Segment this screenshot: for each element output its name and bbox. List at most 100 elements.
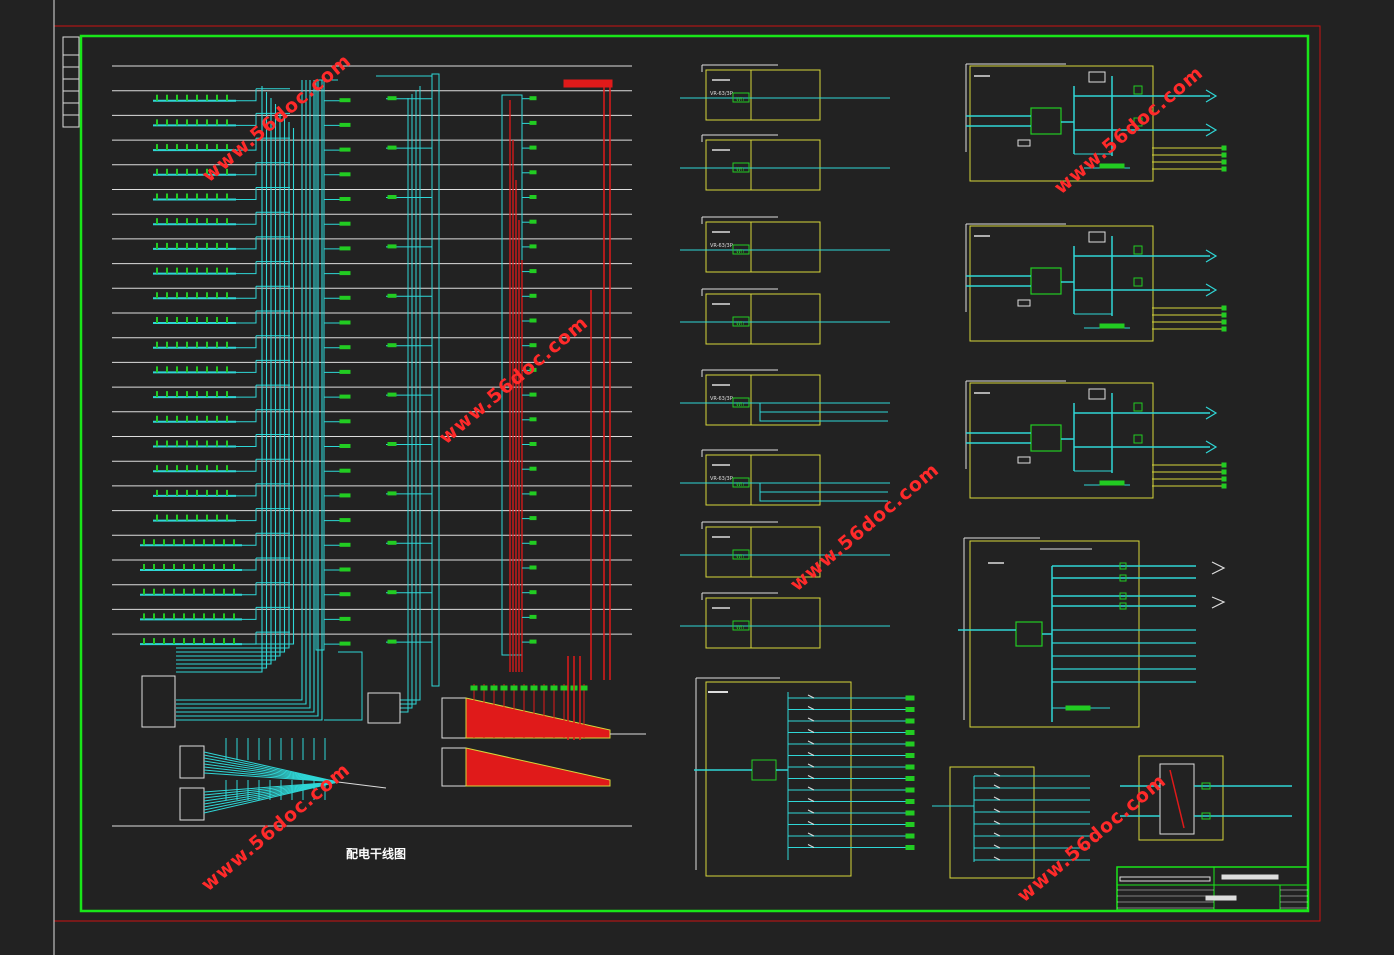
contactor-box: [1030, 424, 1062, 452]
transformer-box: [1017, 456, 1031, 464]
main-riser: [315, 79, 325, 651]
secondary-fuse: [387, 195, 397, 199]
outgoing-terminal: [905, 753, 915, 758]
trunk-cable: [176, 80, 311, 709]
breaker-symbol: [993, 772, 1001, 777]
floor-riser-link: [236, 360, 257, 373]
transformer-box: [1017, 139, 1031, 147]
energy-meter-label: Wh: [736, 625, 744, 631]
fire-drop-fuse: [560, 685, 568, 691]
fire-tap-fuse: [529, 244, 537, 249]
floor-riser-link: [236, 335, 257, 349]
motor-symbol: [1205, 283, 1218, 297]
fire-tap-fuse: [529, 120, 537, 125]
breaker-symbol: [807, 694, 815, 699]
motor-symbol: [1211, 561, 1226, 575]
floor-riser-link: [236, 113, 257, 126]
distribution-panel: [705, 139, 821, 191]
breaker-symbol: [807, 832, 815, 837]
contactor-box: [1030, 107, 1062, 135]
control-panels-column: [932, 63, 1292, 879]
floor-riser-link: [236, 483, 257, 497]
energy-meter: [732, 620, 750, 631]
tap-fuse: [339, 320, 351, 325]
outgoing-terminal: [905, 787, 915, 793]
floor-riser-link: [236, 286, 257, 299]
overload-relay: [1133, 245, 1143, 255]
breaker-symbol: [807, 729, 815, 733]
signal-terminal: [1221, 166, 1227, 172]
contactor-box: [1030, 267, 1062, 295]
floor-riser-link: [236, 236, 257, 250]
cross-link: [324, 651, 363, 721]
floor-riser-link: [236, 508, 257, 522]
outgoing-terminal: [905, 776, 915, 781]
signal-terminal: [1221, 476, 1227, 482]
fire-drop-fuse: [530, 685, 538, 691]
trunk-cable: [176, 80, 307, 705]
secondary-fuse: [387, 491, 397, 496]
energy-meter-label: Wh: [736, 97, 744, 103]
floor-riser-link: [236, 434, 257, 447]
breaker-symbol: [807, 844, 815, 848]
energy-meter: [732, 397, 750, 408]
transfer-switch-panel: [1138, 755, 1224, 841]
fire-tap-fuse: [529, 540, 537, 545]
breaker-label: VR-63/3P: [710, 243, 733, 249]
distribution-panel: [705, 221, 821, 273]
motor-symbol: [1205, 249, 1218, 263]
fire-tap-fuse: [529, 343, 537, 348]
fire-feeder-fan: [465, 747, 611, 787]
transfer-switch: [1159, 763, 1195, 835]
tap-fuse: [339, 122, 351, 127]
tap-fuse: [339, 147, 351, 152]
control-fuse: [1099, 480, 1125, 486]
trunk-cable: [176, 86, 263, 673]
secondary-fuse: [387, 244, 397, 249]
energy-meter-label: Wh: [736, 482, 744, 488]
breaker-label: VR-63/3P: [710, 91, 733, 97]
breaker-label: VR-63/3P: [710, 396, 733, 402]
relay-box: [1088, 388, 1106, 400]
fire-tap-fuse: [529, 170, 537, 175]
overload-relay: [1133, 117, 1143, 127]
floor-riser-link: [236, 409, 257, 423]
tap-fuse: [339, 444, 351, 448]
small-panel: [949, 766, 1035, 879]
distribution-panels-column: [680, 64, 915, 877]
panel-branch: [759, 403, 888, 422]
energy-meter-label: Wh: [736, 402, 744, 408]
overload-relay: [1133, 402, 1143, 412]
outgoing-feeder: [203, 781, 339, 814]
fire-tap-fuse: [529, 96, 537, 101]
secondary-fuse: [387, 442, 397, 446]
breaker-symbol: [807, 740, 815, 745]
fire-tap-fuse: [529, 269, 537, 274]
signal-terminal: [1221, 152, 1227, 158]
breaker-symbol: [993, 808, 1001, 813]
motor-symbol: [1205, 123, 1218, 137]
breaker-symbol: [993, 784, 1001, 789]
tap-fuse: [339, 468, 351, 473]
fire-drop-fuse: [500, 685, 508, 691]
breaker-symbol: [993, 820, 1001, 825]
overload-relay: [1133, 434, 1143, 444]
trunk-cable: [176, 116, 286, 653]
energy-meter: [732, 162, 750, 173]
trunk-cable: [176, 92, 268, 669]
breaker-symbol: [807, 786, 815, 791]
tap-fuse: [339, 394, 351, 399]
energy-meter-label: Wh: [736, 321, 744, 327]
signal-terminal: [1221, 469, 1227, 475]
energy-meter: [732, 549, 750, 560]
tap-fuse: [339, 369, 351, 374]
floor-riser-link: [236, 88, 257, 102]
floor-riser-link: [236, 187, 257, 200]
energy-meter: [732, 316, 750, 327]
tap-fuse: [339, 172, 351, 177]
fire-drop-fuse: [580, 685, 588, 691]
fire-tap-fuse: [529, 145, 537, 150]
outgoing-terminal: [905, 845, 915, 850]
fire-drop-fuse: [480, 685, 488, 691]
trunk-cable: [176, 104, 277, 661]
